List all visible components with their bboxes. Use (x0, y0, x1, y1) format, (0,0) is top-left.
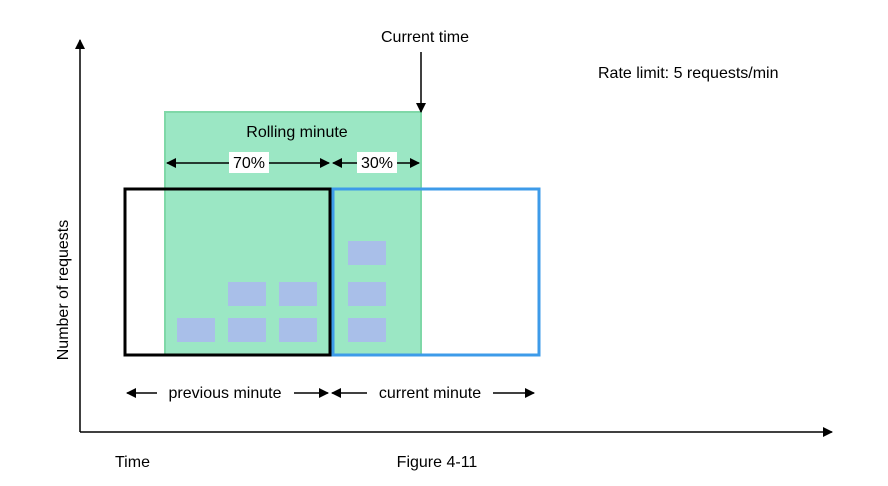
y-axis-label: Number of requests (55, 220, 72, 361)
pct-previous-bg (229, 152, 269, 173)
current-minute-bg (367, 382, 493, 403)
rolling-minute-label: Rolling minute (246, 124, 347, 141)
x-axis-label: Time (115, 454, 150, 471)
request-block (348, 282, 386, 306)
request-block (279, 318, 317, 342)
previous-minute-label: previous minute (169, 385, 282, 402)
figure-caption: Figure 4-11 (397, 454, 478, 471)
pct-previous-label: 70% (233, 155, 265, 172)
request-block (348, 318, 386, 342)
previous-minute-bg (157, 382, 294, 403)
current-minute-window (331, 187, 541, 357)
rate-limit-label: Rate limit: 5 requests/min (598, 65, 779, 82)
current-minute-label: current minute (379, 385, 481, 402)
request-block (177, 318, 215, 342)
request-block (348, 241, 386, 265)
pct-current-bg (357, 152, 397, 173)
request-block (279, 282, 317, 306)
current-time-label: Current time (381, 29, 469, 46)
request-block (228, 318, 266, 342)
previous-minute-window (123, 187, 332, 357)
request-block (228, 282, 266, 306)
pct-current-label: 30% (361, 155, 393, 172)
